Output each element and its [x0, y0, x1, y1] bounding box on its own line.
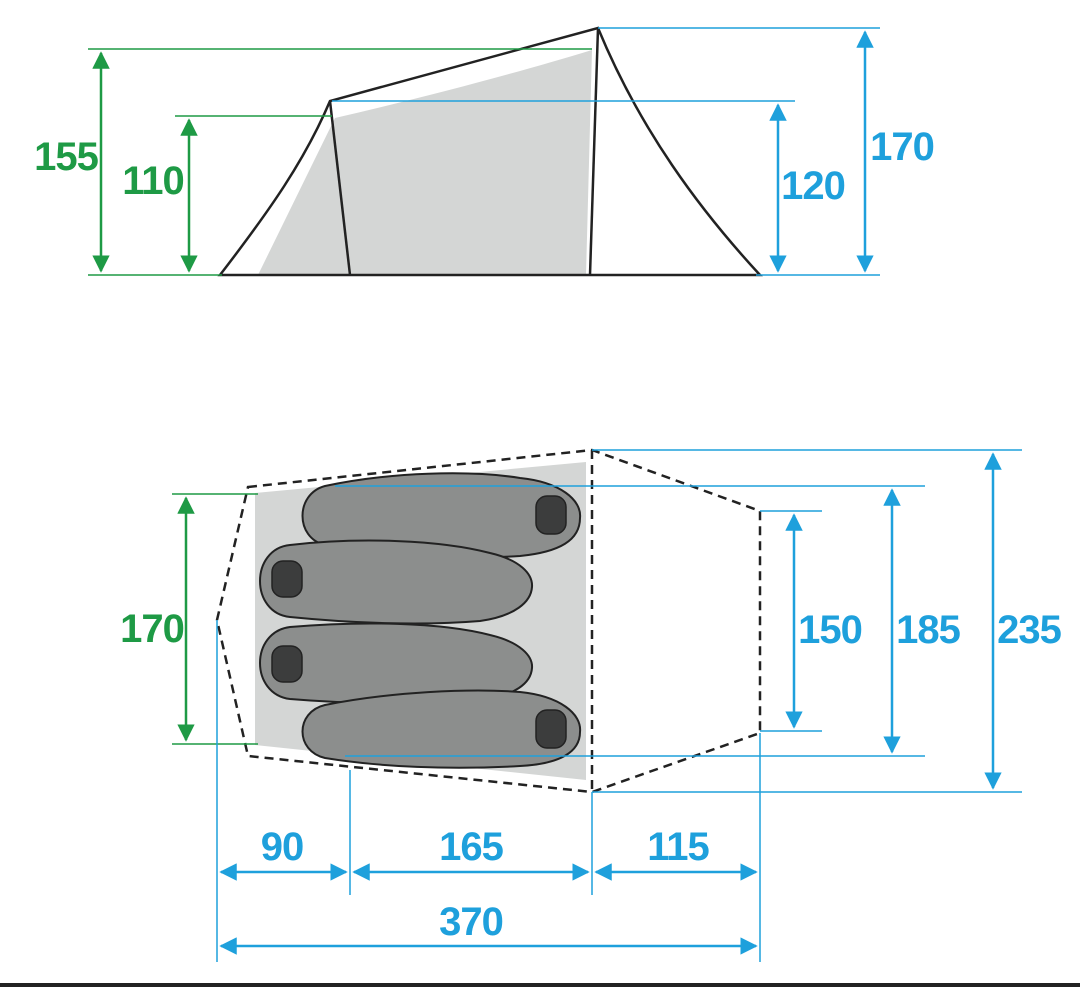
label-165: 165 [439, 825, 503, 869]
label-170-side: 170 [870, 125, 934, 169]
top-fly-footprint [215, 448, 762, 794]
label-90: 90 [261, 825, 304, 869]
label-150: 150 [798, 608, 862, 652]
label-185: 185 [896, 608, 960, 652]
sleeping-bag-1 [301, 472, 582, 559]
label-235: 235 [997, 608, 1061, 652]
bottom-rule [0, 983, 1080, 987]
sleeping-bag-2 [259, 539, 534, 625]
label-170-top: 170 [120, 607, 184, 651]
label-110: 110 [122, 159, 184, 203]
label-370: 370 [439, 900, 503, 944]
label-115: 115 [647, 825, 709, 869]
side-front-pole [328, 100, 352, 276]
top-view: 170 150 185 235 90 165 115 370 [120, 448, 1063, 962]
side-inner-tent [258, 50, 592, 275]
side-fly-outline [217, 26, 763, 277]
side-rear-pole [588, 27, 600, 276]
side-ridge-highlight [332, 39, 595, 109]
side-view: 155 110 120 170 [34, 26, 935, 277]
label-155: 155 [34, 135, 98, 179]
label-120: 120 [781, 164, 845, 208]
